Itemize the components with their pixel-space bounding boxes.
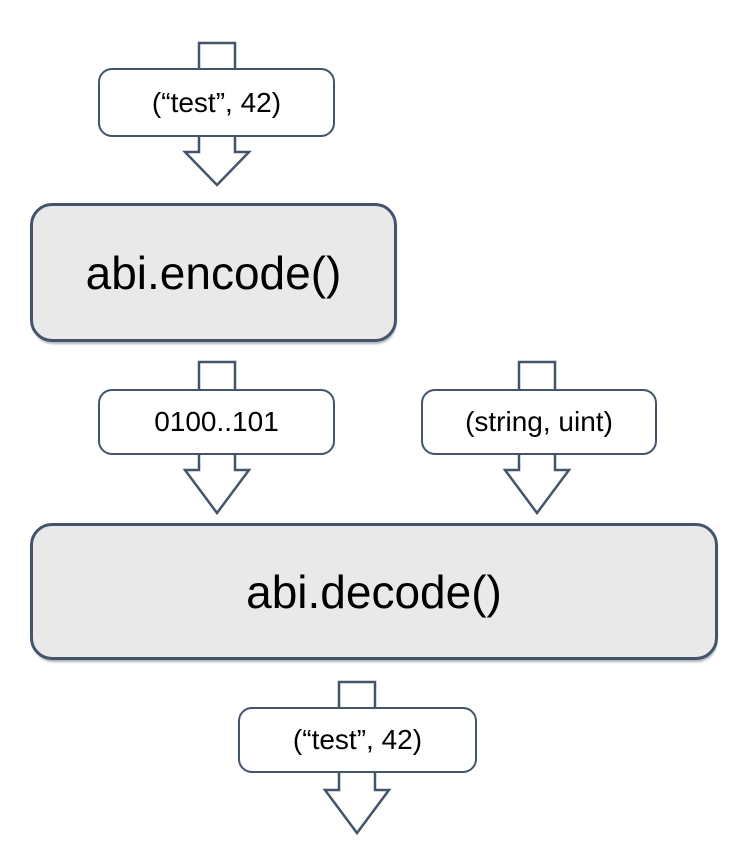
input-tuple-label: (“test”, 42) <box>151 86 282 118</box>
type-tuple-node: (string, uint) <box>421 389 657 455</box>
type-tuple-label: (string, uint) <box>465 406 613 437</box>
output-tuple-label: (“test”, 42) <box>292 724 423 755</box>
encoded-bytes-node: 0100..101 <box>98 389 335 455</box>
encoded-bytes-label: 0100..101 <box>154 406 279 437</box>
abi-decode-label: abi.decode() <box>246 565 502 618</box>
abi-encode-node: abi.encode() <box>30 203 397 342</box>
abi-encode-label: abi.encode() <box>85 246 342 299</box>
output-tuple-node: (“test”, 42) <box>238 707 477 773</box>
abi-decode-node: abi.decode() <box>30 523 718 660</box>
input-tuple-node: (“test”, 42) <box>98 68 335 137</box>
